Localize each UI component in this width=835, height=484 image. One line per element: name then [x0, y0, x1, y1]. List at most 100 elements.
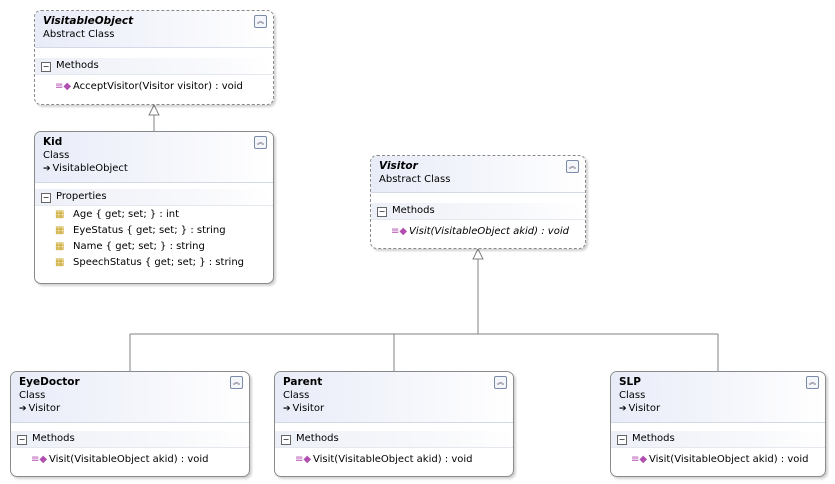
minus-box-icon[interactable]: − [17, 435, 27, 445]
section-label: Methods [632, 433, 675, 444]
base-class-name: Visitor [292, 403, 325, 414]
class-kid[interactable]: Kid Class ➔VisitableObject ︽ −Properties… [34, 131, 274, 284]
header-spacer [11, 423, 249, 431]
section-label: Methods [392, 205, 435, 216]
property-icon: ▦ [55, 209, 65, 220]
member-signature: Visit(VisitableObject akid) : void [409, 226, 569, 237]
class-header: Visitor Abstract Class ︽ [371, 156, 585, 193]
class-visitableobject[interactable]: VisitableObject Abstract Class ︽ −Method… [34, 10, 274, 105]
methods-section-header[interactable]: −Methods [35, 58, 273, 75]
header-spacer [371, 193, 585, 203]
class-name: VisitableObject [43, 15, 134, 27]
class-kind: Abstract Class [43, 29, 115, 40]
minus-box-icon[interactable]: − [281, 435, 291, 445]
section-label: Methods [296, 433, 339, 444]
method-icon: ≡◆ [391, 226, 408, 237]
method-icon: ≡◆ [31, 454, 48, 465]
member-list: ≡◆Visit(VisitableObject akid) : void [11, 448, 249, 472]
class-header: EyeDoctor Class ➔Visitor ︽ [11, 372, 249, 423]
member-list: ▦ Age { get; set; } : int ▦ EyeStatus { ge… [35, 206, 273, 275]
class-header: SLP Class ➔Visitor ︽ [611, 372, 825, 423]
method-icon: ≡◆ [631, 454, 648, 465]
method-member[interactable]: ≡◆Visit(VisitableObject akid) : void [11, 451, 249, 468]
base-class-ref: ➔VisitableObject [43, 162, 265, 176]
property-icon: ▦ [55, 257, 65, 268]
base-class-ref: ➔Visitor [19, 402, 241, 416]
method-member[interactable]: ≡◆AcceptVisitor(Visitor visitor) : void [35, 78, 273, 95]
method-member[interactable]: ≡◆Visit(VisitableObject akid) : void [275, 451, 513, 468]
class-eyedoctor[interactable]: EyeDoctor Class ➔Visitor ︽ −Methods ≡◆Vi… [10, 371, 250, 477]
member-signature: SpeechStatus { get; set; } : string [73, 257, 245, 268]
methods-section-header[interactable]: −Methods [11, 431, 249, 448]
class-kind: Class [619, 390, 646, 401]
class-kind: Class [19, 390, 46, 401]
double-chevron-up-icon[interactable]: ︽ [254, 15, 267, 28]
member-signature: Age { get; set; } : int [73, 209, 179, 220]
property-member[interactable]: ▦Name { get; set; } : string [35, 239, 273, 255]
member-signature: AcceptVisitor(Visitor visitor) : void [73, 81, 243, 92]
inherit-arrow-icon: ➔ [283, 404, 291, 414]
member-signature: Visit(VisitableObject akid) : void [313, 454, 473, 465]
minus-box-icon[interactable]: − [617, 435, 627, 445]
inherit-arrow-icon: ➔ [19, 404, 27, 414]
minus-box-icon[interactable]: − [377, 207, 387, 217]
property-member[interactable]: ▦ EyeStatus { get; set; } : string [35, 223, 273, 239]
method-icon: ≡◆ [295, 454, 312, 465]
member-signature: Visit(VisitableObject akid) : void [49, 454, 209, 465]
header-spacer [35, 183, 273, 189]
methods-section-header[interactable]: −Methods [275, 431, 513, 448]
member-signature: Name { get; set; } : string [73, 241, 205, 252]
abstract-method-member[interactable]: ≡◆Visit(VisitableObject akid) : void [371, 223, 585, 240]
base-class-ref: ➔Visitor [283, 402, 505, 416]
class-visitor[interactable]: Visitor Abstract Class ︽ −Methods ≡◆Visi… [370, 155, 586, 249]
member-list: ≡◆AcceptVisitor(Visitor visitor) : void [35, 75, 273, 99]
class-name: Parent [283, 376, 323, 388]
member-signature: Visit(VisitableObject akid) : void [649, 454, 809, 465]
base-class-ref: ➔Visitor [619, 402, 817, 416]
class-header: Kid Class ➔VisitableObject ︽ [35, 132, 273, 183]
base-class-name: Visitor [628, 403, 661, 414]
methods-section-header[interactable]: −Methods [371, 203, 585, 220]
class-name: SLP [619, 376, 641, 388]
header-spacer [611, 423, 825, 431]
member-list: ≡◆Visit(VisitableObject akid) : void [275, 448, 513, 472]
minus-box-icon[interactable]: − [41, 193, 51, 203]
section-label: Properties [56, 191, 107, 202]
class-kind: Class [43, 150, 70, 161]
base-class-name: VisitableObject [52, 163, 128, 174]
properties-section-header[interactable]: −Properties [35, 189, 273, 206]
inherit-arrow-icon: ➔ [619, 404, 627, 414]
class-name: Visitor [379, 160, 418, 172]
double-chevron-up-icon[interactable]: ︽ [230, 376, 243, 389]
class-kind: Class [283, 390, 310, 401]
double-chevron-up-icon[interactable]: ︽ [806, 376, 819, 389]
minus-box-icon[interactable]: − [41, 62, 51, 72]
class-header: VisitableObject Abstract Class ︽ [35, 11, 273, 48]
class-header: Parent Class ➔Visitor ︽ [275, 372, 513, 423]
section-label: Methods [32, 433, 75, 444]
class-kind: Abstract Class [379, 174, 451, 185]
member-signature: EyeStatus { get; set; } : string [73, 225, 226, 236]
class-parent[interactable]: Parent Class ➔Visitor ︽ −Methods ≡◆Visit… [274, 371, 514, 477]
class-slp[interactable]: SLP Class ➔Visitor ︽ −Methods ≡◆Visit(Vi… [610, 371, 826, 477]
section-label: Methods [56, 60, 99, 71]
inherit-arrow-icon: ➔ [43, 164, 51, 174]
double-chevron-up-icon[interactable]: ︽ [494, 376, 507, 389]
double-chevron-up-icon[interactable]: ︽ [566, 160, 579, 173]
double-chevron-up-icon[interactable]: ︽ [254, 136, 267, 149]
base-class-name: Visitor [28, 403, 61, 414]
inheritance-arrowhead [472, 247, 484, 260]
class-name: EyeDoctor [19, 376, 80, 388]
method-icon: ≡◆ [55, 81, 72, 92]
member-list: ≡◆Visit(VisitableObject akid) : void [371, 220, 585, 244]
header-spacer [275, 423, 513, 431]
member-list: ≡◆Visit(VisitableObject akid) : void [611, 448, 825, 472]
property-member[interactable]: ▦ Age { get; set; } : int [35, 207, 273, 223]
inheritance-arrowhead [148, 103, 160, 116]
method-member[interactable]: ≡◆Visit(VisitableObject akid) : void [611, 451, 825, 468]
class-name: Kid [43, 136, 63, 148]
property-icon: ▦ [55, 225, 65, 236]
methods-section-header[interactable]: −Methods [611, 431, 825, 448]
property-member[interactable]: ▦ SpeechStatus { get; set; } : string [35, 255, 273, 271]
